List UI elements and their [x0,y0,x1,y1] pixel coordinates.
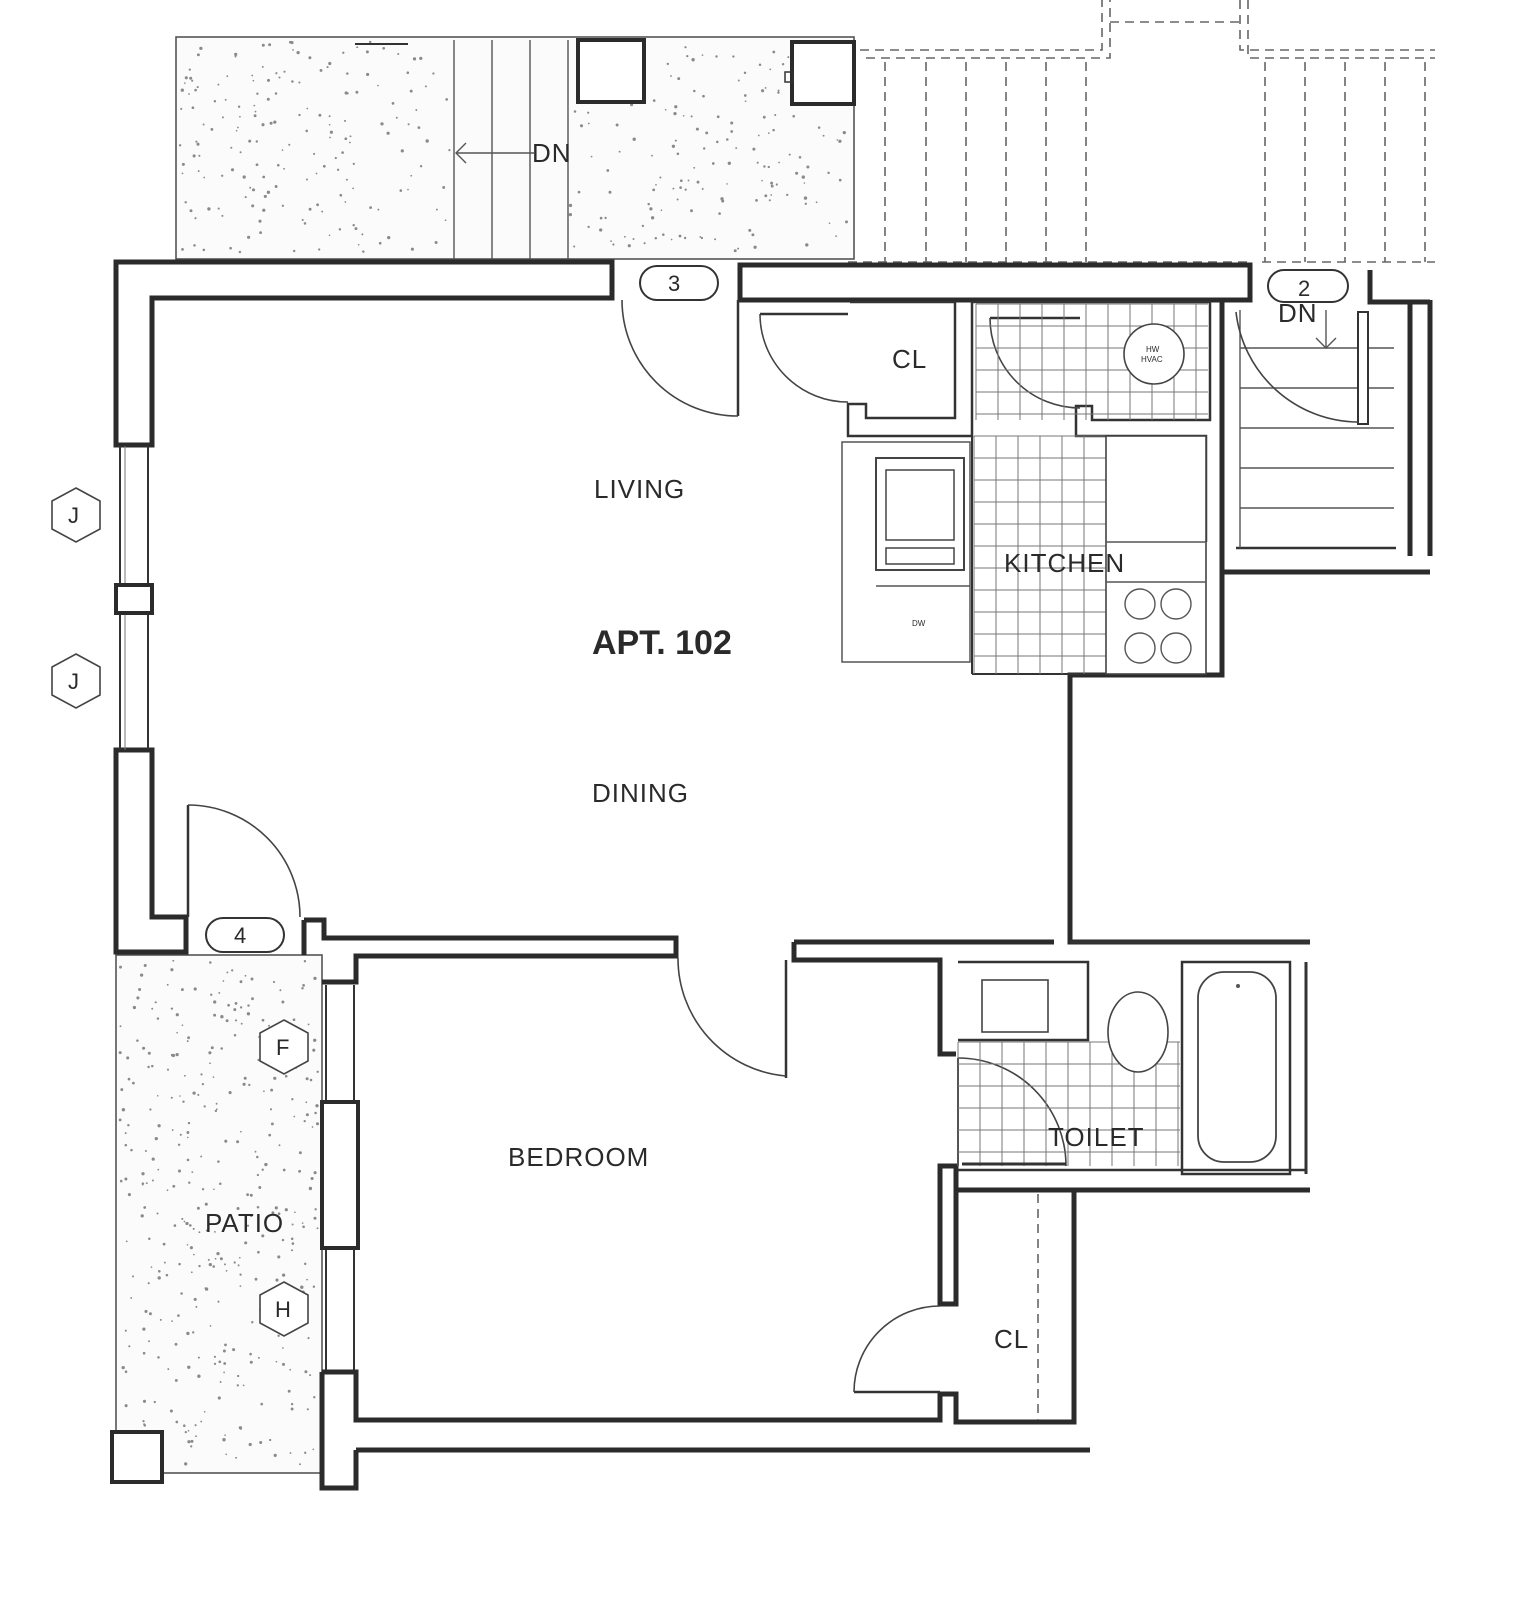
window-tag-j-upper: J [68,503,79,528]
kitchen: DW HW HVAC KITCHEN [841,303,1208,675]
room-label-closet-bedroom: CL [994,1324,1029,1354]
dishwasher-label: DW [912,619,926,628]
window-tag-h: H [275,1297,291,1322]
window-tags: J J F H [51,487,309,1337]
door-tags: 3 2 4 [205,265,1349,953]
water-heater-label: HW [1146,345,1160,354]
window-tag-f: F [276,1035,289,1060]
room-label-toilet: TOILET [1048,1122,1145,1152]
door-tag-2: 2 [1298,276,1310,301]
room-labels: LIVING APT. 102 DINING BEDROOM CL CL [508,344,1029,1354]
stair-down-label-top: DN [532,138,572,168]
top-landing: DN [175,36,856,260]
bathroom: TOILET [957,971,1277,1166]
room-label-dining: DINING [592,778,689,808]
room-label-patio: PATIO [205,1208,284,1238]
room-label-bedroom: BEDROOM [508,1142,649,1172]
hvac-label: HVAC [1141,355,1163,364]
room-label-living: LIVING [594,474,685,504]
range-burners [1124,588,1192,664]
room-label-closet-entry: CL [892,344,927,374]
window-tag-j-lower: J [68,669,79,694]
room-label-kitchen: KITCHEN [1004,548,1125,578]
door-tag-3: 3 [668,271,680,296]
walls [113,259,1433,1491]
right-stair: DN [1235,298,1394,548]
upper-stair-outline [848,0,1435,263]
door-tag-4: 4 [234,923,246,948]
unit-label: APT. 102 [592,624,732,662]
patio-area: PATIO [110,954,323,1484]
